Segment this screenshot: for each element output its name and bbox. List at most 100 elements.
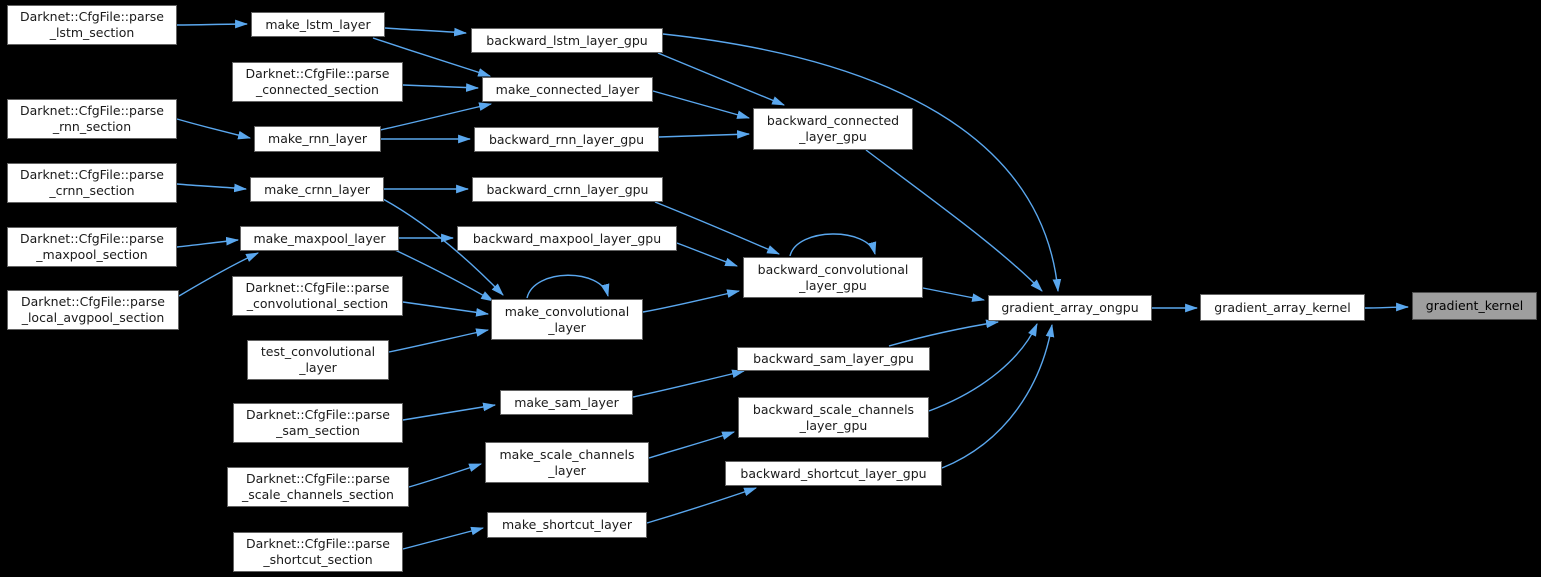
node-backward_rnn_layer_gpu[interactable]: backward_rnn_layer_gpu [474, 127, 659, 152]
edge-parse_shortcut_section--make_shortcut_layer [402, 526, 485, 550]
node-label: backward_maxpool_layer_gpu [472, 230, 662, 246]
edge-make_connected_layer--backward_connected_layer_gpu [652, 90, 751, 119]
node-make_shortcut_layer[interactable]: make_shortcut_layer [487, 512, 647, 538]
edge-backward_lstm_layer_gpu--backward_connected_layer_gpu [657, 52, 786, 106]
edge-backward_scale_channels_layer_gpu--gradient_array_ongpu [928, 323, 1038, 412]
node-label: Darknet::CfgFile::parse [20, 103, 164, 118]
node-parse_shortcut_section[interactable]: Darknet::CfgFile::parse_shortcut_section [233, 532, 403, 572]
node-parse_convolutional_section[interactable]: Darknet::CfgFile::parse_convolutional_se… [232, 276, 403, 316]
edge-make_maxpool_layer--make_convolutional_layer [394, 249, 494, 302]
edge-backward_sam_layer_gpu--gradient_array_ongpu [888, 319, 1000, 347]
edge-backward_shortcut_layer_gpu--gradient_array_ongpu [941, 323, 1055, 469]
node-label: test_convolutional [260, 344, 376, 359]
node-label: make_maxpool_layer [253, 230, 386, 246]
node-label: _convolutional_section [246, 296, 389, 311]
node-parse_crnn_section[interactable]: Darknet::CfgFile::parse_crnn_section [7, 163, 177, 203]
node-label: _connected_section [256, 82, 379, 97]
edge-backward_rnn_layer_gpu--backward_connected_layer_gpu [658, 130, 751, 139]
edge-parse_sam_section--make_sam_layer [402, 402, 497, 421]
edge-backward_connected_layer_gpu--gradient_array_ongpu [865, 149, 1043, 292]
node-label: _layer_gpu [799, 129, 867, 144]
node-backward_scale_channels_layer_gpu[interactable]: backward_scale_channels_layer_gpu [738, 397, 929, 438]
edge-make_convolutional_layer--backward_convolutional_layer_gpu [642, 289, 741, 313]
edge-make_scale_channels_layer--backward_scale_channels_layer_gpu [648, 431, 736, 459]
node-label: Darknet::CfgFile::parse [246, 407, 390, 422]
edge-parse_crnn_section--make_crnn_layer [176, 183, 248, 193]
node-gradient_kernel: gradient_kernel [1412, 292, 1537, 320]
node-label: make_connected_layer [495, 81, 640, 97]
node-parse_local_avgpool_section[interactable]: Darknet::CfgFile::parse_local_avgpool_se… [7, 290, 179, 330]
node-label: _layer_gpu [799, 277, 867, 293]
node-label: _layer [548, 462, 586, 478]
node-make_rnn_layer[interactable]: make_rnn_layer [254, 126, 381, 152]
node-make_connected_layer[interactable]: make_connected_layer [482, 77, 653, 102]
node-parse_rnn_section[interactable]: Darknet::CfgFile::parse_rnn_section [7, 99, 177, 139]
edge-backward_convolutional_layer_gpu--backward_convolutional_layer_gpu [789, 233, 877, 257]
node-label: _layer [548, 319, 586, 335]
edge-backward_lstm_layer_gpu--gradient_array_ongpu [662, 33, 1062, 293]
node-make_crnn_layer[interactable]: make_crnn_layer [250, 177, 384, 202]
node-make_convolutional_layer[interactable]: make_convolutional_layer [491, 299, 643, 340]
node-backward_lstm_layer_gpu[interactable]: backward_lstm_layer_gpu [471, 28, 663, 53]
node-label: Darknet::CfgFile::parse [246, 536, 390, 551]
node-make_sam_layer[interactable]: make_sam_layer [500, 390, 633, 415]
node-label: Darknet::CfgFile::parse [20, 231, 164, 246]
node-gradient_array_ongpu[interactable]: gradient_array_ongpu [988, 295, 1152, 321]
node-label: gradient_array_ongpu [1001, 300, 1139, 315]
node-backward_shortcut_layer_gpu[interactable]: backward_shortcut_layer_gpu [725, 461, 942, 486]
node-label: make_lstm_layer [265, 16, 371, 32]
node-label: backward_connected [766, 113, 900, 128]
node-label: Darknet::CfgFile::parse [245, 66, 390, 81]
node-make_maxpool_layer[interactable]: make_maxpool_layer [240, 226, 399, 251]
node-backward_maxpool_layer_gpu[interactable]: backward_maxpool_layer_gpu [457, 226, 677, 251]
node-label: backward_scale_channels [752, 401, 915, 417]
node-label: make_rnn_layer [268, 131, 367, 146]
node-label: _scale_channels_section [242, 487, 394, 502]
node-label: backward_lstm_layer_gpu [486, 32, 648, 48]
node-label: _crnn_section [49, 183, 135, 198]
node-label: backward_rnn_layer_gpu [488, 131, 645, 147]
node-label: Darknet::CfgFile::parse [20, 167, 164, 182]
edge-make_lstm_layer--backward_lstm_layer_gpu [384, 27, 468, 37]
node-label: Darknet::CfgFile::parse [246, 471, 390, 486]
edge-backward_crnn_layer_gpu--backward_convolutional_layer_gpu [654, 201, 780, 255]
node-gradient_array_kernel[interactable]: gradient_array_kernel [1200, 294, 1365, 321]
node-label: _layer [299, 360, 337, 375]
edge-make_sam_layer--backward_sam_layer_gpu [632, 369, 746, 398]
node-label: backward_convolutional [757, 261, 909, 277]
edge-make_rnn_layer--make_connected_layer [379, 102, 493, 131]
node-parse_lstm_section[interactable]: Darknet::CfgFile::parse_lstm_section [7, 5, 177, 45]
node-label: backward_shortcut_layer_gpu [740, 465, 927, 481]
node-backward_convolutional_layer_gpu[interactable]: backward_convolutional_layer_gpu [743, 257, 923, 298]
node-parse_scale_channels_section[interactable]: Darknet::CfgFile::parse_scale_channels_s… [227, 467, 409, 507]
edge-make_lstm_layer--make_connected_layer [372, 37, 492, 77]
node-test_convolutional_layer[interactable]: test_convolutional_layer [247, 340, 389, 380]
edge-parse_lstm_section--make_lstm_layer [176, 19, 249, 29]
node-parse_maxpool_section[interactable]: Darknet::CfgFile::parse_maxpool_section [7, 227, 177, 267]
node-label: make_sam_layer [514, 394, 619, 410]
edge-make_crnn_layer--make_convolutional_layer [382, 198, 504, 296]
node-backward_sam_layer_gpu[interactable]: backward_sam_layer_gpu [737, 347, 930, 371]
edge-parse_rnn_section--make_rnn_layer [176, 118, 252, 140]
node-parse_connected_section[interactable]: Darknet::CfgFile::parse_connected_sectio… [232, 62, 403, 102]
node-label: _lstm_section [49, 25, 135, 40]
node-label: backward_crnn_layer_gpu [486, 181, 649, 197]
node-label: _layer_gpu [799, 417, 868, 433]
node-backward_crnn_layer_gpu[interactable]: backward_crnn_layer_gpu [472, 177, 663, 202]
edge-parse_local_avgpool_section--make_maxpool_layer [178, 252, 259, 297]
edge-make_convolutional_layer--make_convolutional_layer [526, 274, 610, 299]
node-label: _sam_section [276, 423, 360, 438]
node-backward_connected_layer_gpu[interactable]: backward_connected_layer_gpu [753, 108, 913, 150]
node-parse_sam_section[interactable]: Darknet::CfgFile::parse_sam_section [233, 403, 403, 443]
node-make_scale_channels_layer[interactable]: make_scale_channels_layer [485, 442, 649, 483]
edge-parse_connected_section--make_connected_layer [402, 83, 480, 92]
node-label: _rnn_section [52, 119, 132, 134]
edge-test_convolutional_layer--make_convolutional_layer [388, 328, 490, 353]
node-make_lstm_layer[interactable]: make_lstm_layer [251, 12, 385, 37]
node-label: Darknet::CfgFile::parse [245, 280, 390, 295]
node-label: make_scale_channels [499, 446, 635, 462]
node-label: make_convolutional [504, 303, 630, 319]
node-label: Darknet::CfgFile::parse [21, 294, 165, 309]
edge-backward_convolutional_layer_gpu--gradient_array_ongpu [922, 287, 986, 302]
edge-make_shortcut_layer--backward_shortcut_layer_gpu [646, 487, 758, 524]
